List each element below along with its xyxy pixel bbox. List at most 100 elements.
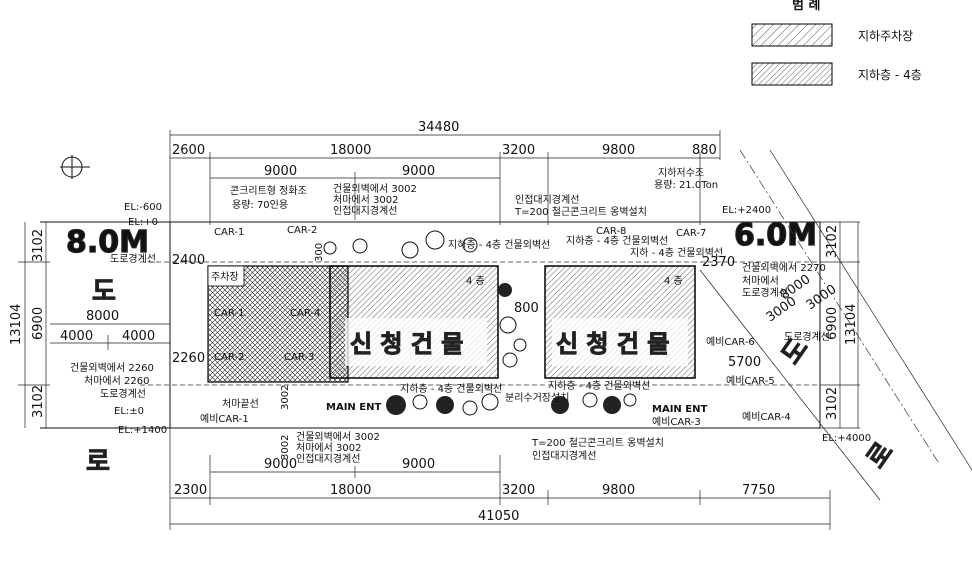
road-width-left: 8.0M xyxy=(66,225,149,260)
dim-top-seg-2: 18000 xyxy=(330,143,371,158)
v-3002-top: 3002 xyxy=(280,385,291,410)
label-2260: 2260 xyxy=(172,351,205,366)
garden-trees xyxy=(323,230,637,416)
site-boundary xyxy=(169,221,821,429)
road-edge-right: 도로경계선 xyxy=(784,330,830,343)
v-3002-bottom: 3002 xyxy=(280,435,291,460)
wall-offset-top-1: 건물외벽에서 3002 xyxy=(333,183,417,195)
bottom-wall-line-2: 지하층 - 4층 건물외벽선 xyxy=(548,379,650,392)
cistern-label: 지하저수조 xyxy=(658,166,704,179)
legend-label-floors: 지하층 - 4층 xyxy=(858,68,922,82)
road-char-left-2: 로 xyxy=(86,447,110,477)
bottom-wall-offset-1: 건물외벽에서 3002 xyxy=(296,431,380,443)
top-wall-line-1: 지하층 - 4층 건물외벽선 xyxy=(448,238,550,251)
dim-left-8000: 8000 xyxy=(86,309,119,324)
car-2-top: CAR-2 xyxy=(287,225,317,236)
left-wall-offset-2: 처마에서 2260 xyxy=(84,375,149,387)
legend-title: 범 례 xyxy=(792,0,820,13)
dim-right-total: 13104 xyxy=(844,304,859,345)
label-2400: 2400 xyxy=(172,253,205,268)
dim-top-sub-2: 9000 xyxy=(402,164,435,179)
top-wall-line-3: 지하 - 4층 건물외벽선 xyxy=(630,246,723,259)
road-char-left-1: 도 xyxy=(92,277,116,307)
building-left-label: 신 청 건 물 xyxy=(350,330,463,358)
retaining-wall-bottom: T=200 철근콘크리트 옹벽설치 xyxy=(531,437,664,449)
bottom-wall-offset-2: 처마에서 3002 xyxy=(296,442,361,454)
dim-bottom-total: 41050 xyxy=(478,509,519,524)
dim-left-4000-b: 4000 xyxy=(122,329,155,344)
el-plus-0-left: EL:±0 xyxy=(114,406,144,417)
dim-left-total: 13104 xyxy=(9,304,24,345)
spare-car-1: 예비CAR-1 xyxy=(200,413,249,425)
dim-top-seg-3: 3200 xyxy=(502,143,535,158)
legend-swatch-floors xyxy=(751,62,833,86)
dim-right-5700: 5700 xyxy=(728,355,761,370)
main-entrance-right: MAIN ENT xyxy=(652,404,707,415)
wall-offset-top-3: 인접대지경계선 xyxy=(333,204,397,217)
dim-bottom-sub-1: 9000 xyxy=(264,457,297,472)
garden-800: 800 xyxy=(514,301,539,316)
parking-sign-label: 주차장 xyxy=(211,271,239,283)
dim-left-seg-3: 3102 xyxy=(31,385,46,418)
dim-top-seg-1: 2600 xyxy=(172,143,205,158)
bottom-wall-line-1: 지하층 - 4층 건물외벽선 xyxy=(400,382,502,395)
dim-bottom-seg-3: 3200 xyxy=(502,483,535,498)
el-plus-0-top: EL:+0 xyxy=(128,217,158,228)
car-l3: CAR-3 xyxy=(284,352,314,363)
car-l4: CAR-4 xyxy=(290,308,320,319)
dim-right-seg-3: 3102 xyxy=(825,387,840,420)
eave-line: 처마끝선 xyxy=(222,398,259,410)
wall-offset-top-2: 처마에서 3002 xyxy=(333,194,398,206)
top-wall-line-2: 지하층 - 4층 건물외벽선 xyxy=(566,234,668,247)
dim-bottom-seg-5: 7750 xyxy=(742,483,775,498)
adj-boundary-top: 인접대지경계선 xyxy=(515,193,579,206)
adj-boundary-bottom: 인접대지경계선 xyxy=(532,449,596,462)
north-arrow-icon xyxy=(60,155,90,179)
left-wall-offset-1: 건물외벽에서 2260 xyxy=(70,362,154,374)
dim-top-seg-4: 9800 xyxy=(602,143,635,158)
dim-bottom-seg-4: 9800 xyxy=(602,483,635,498)
capacity-label: 용량: 70인용 xyxy=(232,199,288,211)
car-7-top: CAR-7 xyxy=(676,228,706,239)
dim-left-seg-1: 3102 xyxy=(31,229,46,262)
building-right-label: 신 청 건 물 xyxy=(556,330,669,358)
dim-right-seg-1: 3102 xyxy=(825,225,840,258)
spare-car-3: 예비CAR-3 xyxy=(652,416,701,428)
recycle-area: 분리수거장설치 xyxy=(505,392,569,404)
floor-4-left: 4 층 xyxy=(466,275,485,287)
legend-label-parking: 지하주차장 xyxy=(858,29,913,43)
el-plus-1400: EL:+1400 xyxy=(118,425,167,436)
left-wall-offset-3: 도로경계선 xyxy=(100,387,146,400)
dim-bottom-sub-2: 9000 xyxy=(402,457,435,472)
legend-swatch-parking xyxy=(751,23,833,47)
concrete-tank-label: 콘크리트형 정화조 xyxy=(230,185,307,197)
el-plus-2400: EL:+2400 xyxy=(722,205,771,216)
road-width-right: 6.0M xyxy=(734,218,817,253)
main-entrance-left: MAIN ENT xyxy=(326,402,381,413)
right-wall-offset-1: 건물외벽에서 2270 xyxy=(742,262,826,274)
car-1-top: CAR-1 xyxy=(214,227,244,238)
cistern-capacity: 용량: 21.0Ton xyxy=(654,179,718,191)
dim-right-seg-2: 6900 xyxy=(825,307,840,340)
label-300: 300 xyxy=(314,243,325,262)
dim-left-seg-2: 6900 xyxy=(31,307,46,340)
dim-top-sub-1: 9000 xyxy=(264,164,297,179)
spare-car-6: 예비CAR-6 xyxy=(706,336,755,348)
el-minus-600: EL:-600 xyxy=(124,202,162,213)
spare-car-4: 예비CAR-4 xyxy=(742,411,791,423)
right-wall-offset-2: 처마에서 xyxy=(742,275,779,287)
dim-right-2370: 2370 xyxy=(702,255,735,270)
dim-bottom-seg-2: 18000 xyxy=(330,483,371,498)
el-plus-4000: EL:+4000 xyxy=(822,433,871,444)
spare-car-5: 예비CAR-5 xyxy=(726,375,775,387)
floor-4-right: 4 층 xyxy=(664,275,683,287)
dim-bottom-seg-1: 2300 xyxy=(174,483,207,498)
road-edge-left: 도로경계선 xyxy=(110,252,156,265)
right-wall-offset-3: 도로경계선 xyxy=(742,286,788,299)
dim-top-seg-5: 880 xyxy=(692,143,717,158)
bottom-wall-offset-3: 인접대지경계선 xyxy=(296,452,360,465)
car-8-top: CAR-8 xyxy=(596,226,626,237)
car-l1: CAR-1 xyxy=(214,308,244,319)
dim-left-4000-a: 4000 xyxy=(60,329,93,344)
